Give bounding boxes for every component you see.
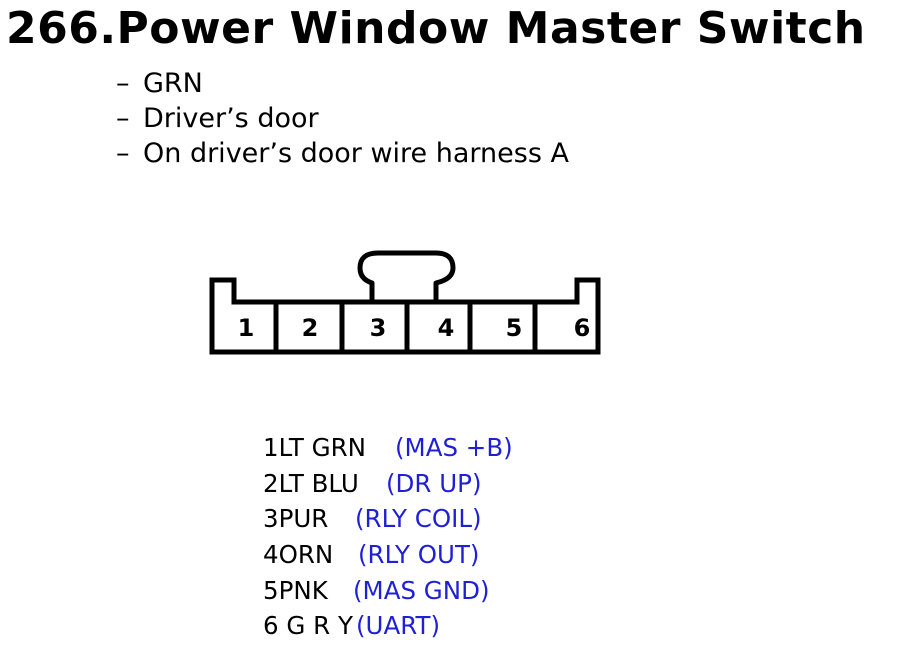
dash-marker: – — [116, 103, 130, 134]
dash-marker: – — [116, 138, 130, 169]
detail-item-location: –Driver’s door — [116, 101, 569, 136]
pin-legend-row: 1LT GRN (MAS +B) — [263, 430, 513, 466]
wire-color-code: 2LT BLU — [263, 468, 359, 498]
pin-legend-row: 5PNK (MAS GND) — [263, 573, 490, 609]
pin-number: 6 — [574, 314, 591, 342]
connector-latch — [357, 250, 456, 302]
wire-color-code: 1LT GRN — [263, 433, 366, 462]
wire-function: (MAS +B) — [395, 433, 513, 462]
wire-function: (DR UP) — [386, 468, 482, 498]
pin-number: 5 — [506, 314, 523, 342]
pin-number: 2 — [302, 314, 319, 342]
pin-legend: 1LT GRN (MAS +B) 2LT BLU (DR UP) 3PUR (R… — [263, 430, 513, 644]
detail-text: GRN — [143, 68, 203, 99]
pin-number: 1 — [238, 314, 255, 342]
pin-number: 4 — [438, 314, 455, 342]
detail-text: On driver’s door wire harness A — [143, 138, 569, 169]
page-title: 266.Power Window Master Switch — [6, 3, 866, 54]
detail-text: Driver’s door — [143, 103, 319, 134]
dash-marker: – — [116, 68, 130, 99]
wire-color-code: 5PNK — [263, 575, 328, 605]
wire-function: (RLY COIL) — [355, 504, 482, 534]
pin-legend-row: 2LT BLU (DR UP) — [263, 466, 482, 502]
connector-housing — [209, 277, 601, 355]
pin-legend-row: 3PUR (RLY COIL) — [263, 501, 482, 537]
pin-legend-row: 4ORN (RLY OUT) — [263, 537, 479, 573]
pin-legend-row: 6 G R Y (UART) — [263, 608, 440, 644]
wire-function: (RLY OUT) — [358, 540, 480, 570]
pin-number: 3 — [370, 314, 387, 342]
detail-item-color: –GRN — [116, 66, 569, 101]
wire-color-code: 3PUR — [263, 504, 329, 534]
detail-list: –GRN –Driver’s door –On driver’s door wi… — [116, 66, 569, 171]
wire-color-code: 4ORN — [263, 540, 334, 570]
detail-item-harness: –On driver’s door wire harness A — [116, 136, 569, 171]
wire-color-code: 6 G R Y — [263, 611, 353, 641]
wire-function: (MAS GND) — [353, 575, 490, 605]
wire-function: (UART) — [356, 611, 441, 641]
